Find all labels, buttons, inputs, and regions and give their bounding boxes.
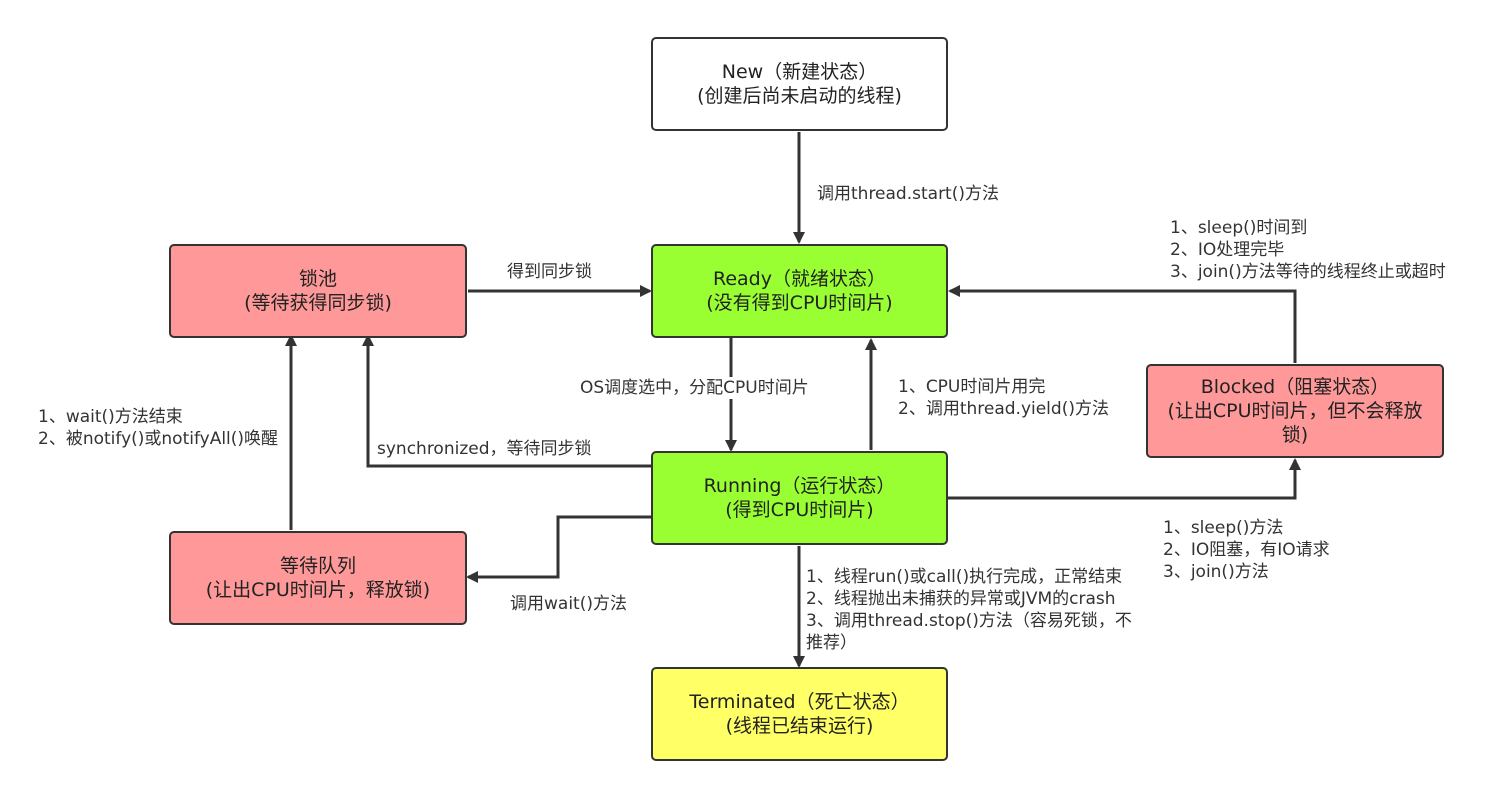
state-lock-pool-title: 锁池 xyxy=(298,268,337,290)
label-wake-2: 2、IO处理完毕 xyxy=(1170,240,1285,260)
edge-running-to-waitqueue xyxy=(466,515,651,583)
label-wait-end-2: 2、被notify()或notifyAll()唤醒 xyxy=(38,429,279,449)
state-ready-subtitle: (没有得到CPU时间片) xyxy=(706,292,893,314)
label-block: 1、sleep()方法 2、IO阻塞，有IO请求 3、join()方法 xyxy=(1163,517,1330,583)
state-running-subtitle: (得到CPU时间片) xyxy=(725,499,874,521)
label-wake: 1、sleep()时间到 2、IO处理完毕 3、join()方法等待的线程终止或… xyxy=(1170,217,1446,283)
state-terminated-subtitle: (线程已结束运行) xyxy=(725,715,874,737)
state-ready-title: Ready（就绪状态） xyxy=(713,268,886,290)
edge-running-to-blocked xyxy=(947,458,1301,500)
label-term-1: 1、线程run()或call()执行完成，正常结束 xyxy=(806,567,1123,587)
label-start: 调用thread.start()方法 xyxy=(817,184,999,204)
label-yield: 1、CPU时间片用完 2、调用thread.yield()方法 xyxy=(898,376,1109,420)
state-lock-pool-subtitle: (等待获得同步锁) xyxy=(244,292,392,314)
label-os-schedule: OS调度选中，分配CPU时间片 xyxy=(580,377,809,399)
state-blocked-subtitle: (让出CPU时间片，但不会释放锁) xyxy=(1167,400,1423,446)
state-terminated-title: Terminated（死亡状态） xyxy=(689,691,910,713)
label-wait-end: 1、wait()方法结束 2、被notify()或notifyAll()唤醒 xyxy=(38,406,278,450)
state-running: Running（运行状态） (得到CPU时间片) xyxy=(651,451,948,545)
state-running-title: Running（运行状态） xyxy=(703,475,896,497)
label-block-3: 3、join()方法 xyxy=(1163,562,1269,582)
label-wait-end-1: 1、wait()方法结束 xyxy=(38,407,183,427)
label-yield-1: 1、CPU时间片用完 xyxy=(898,377,1046,397)
state-blocked: Blocked（阻塞状态） (让出CPU时间片，但不会释放锁) xyxy=(1146,364,1444,458)
label-yield-2: 2、调用thread.yield()方法 xyxy=(898,399,1109,419)
label-term-3: 3、调用thread.stop()方法（容易死锁，不推荐） xyxy=(806,611,1132,653)
state-wait-queue-subtitle: (让出CPU时间片，释放锁) xyxy=(205,579,431,601)
state-terminated: Terminated（死亡状态） (线程已结束运行) xyxy=(651,667,948,761)
edge-blocked-to-ready xyxy=(948,285,1297,363)
label-synchronized: synchronized，等待同步锁 xyxy=(377,439,592,459)
state-wait-queue: 等待队列 (让出CPU时间片，释放锁) xyxy=(169,531,467,625)
label-term-2: 2、线程抛出未捕获的异常或JVM的crash xyxy=(806,589,1116,609)
state-blocked-title: Blocked（阻塞状态） xyxy=(1200,376,1390,398)
state-new: New（新建状态） (创建后尚未启动的线程) xyxy=(651,37,948,131)
state-wait-queue-title: 等待队列 xyxy=(279,555,356,577)
label-get-lock: 得到同步锁 xyxy=(507,262,592,282)
edge-running-to-lockpool xyxy=(362,334,651,468)
label-block-1: 1、sleep()方法 xyxy=(1163,518,1284,538)
label-wake-1: 1、sleep()时间到 xyxy=(1170,218,1308,238)
state-ready: Ready（就绪状态） (没有得到CPU时间片) xyxy=(651,244,948,338)
state-lock-pool: 锁池 (等待获得同步锁) xyxy=(169,244,467,338)
label-block-2: 2、IO阻塞，有IO请求 xyxy=(1163,540,1330,560)
state-new-title: New（新建状态） xyxy=(721,61,878,83)
label-terminate: 1、线程run()或call()执行完成，正常结束 2、线程抛出未捕获的异常或J… xyxy=(806,566,1142,654)
label-wake-3: 3、join()方法等待的线程终止或超时 xyxy=(1170,262,1446,282)
state-new-subtitle: (创建后尚未启动的线程) xyxy=(697,85,902,107)
label-call-wait: 调用wait()方法 xyxy=(510,594,627,614)
